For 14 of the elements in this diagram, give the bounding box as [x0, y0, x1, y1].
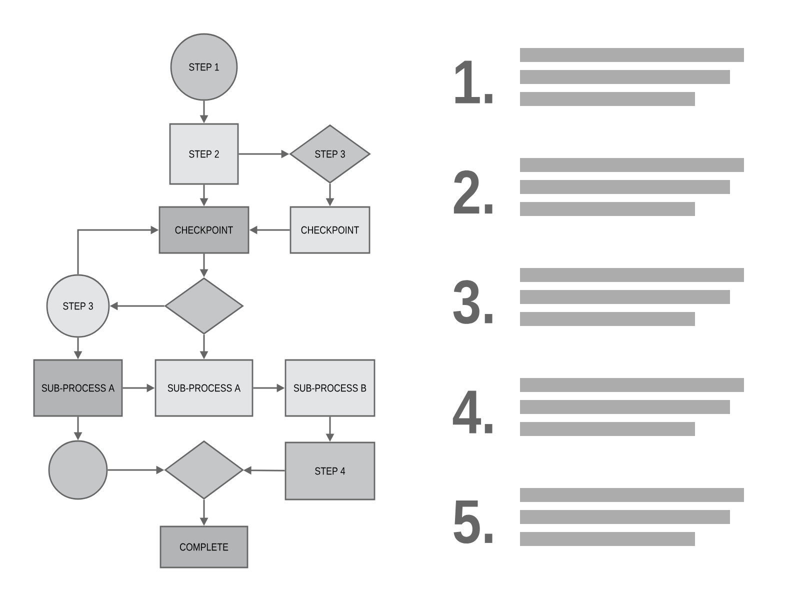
process-box: CHECKPOINT [290, 206, 370, 254]
process-box: SUB-PROCESS B [284, 359, 376, 417]
process-box: STEP 2 [169, 123, 239, 185]
process-box: SUB-PROCESS A [33, 359, 123, 417]
process-box: COMPLETE [160, 526, 248, 568]
list-number: 5. [454, 500, 492, 544]
process-box: STEP 4 [284, 442, 376, 500]
list-number: 2. [454, 170, 492, 214]
list-number: 3. [453, 280, 492, 324]
process-box: SUB-PROCESS A [154, 359, 254, 417]
list-number: 1. [455, 60, 492, 104]
list-number: 4. [452, 390, 492, 434]
step-circle [48, 440, 108, 500]
process-box: CHECKPOINT [158, 206, 250, 254]
